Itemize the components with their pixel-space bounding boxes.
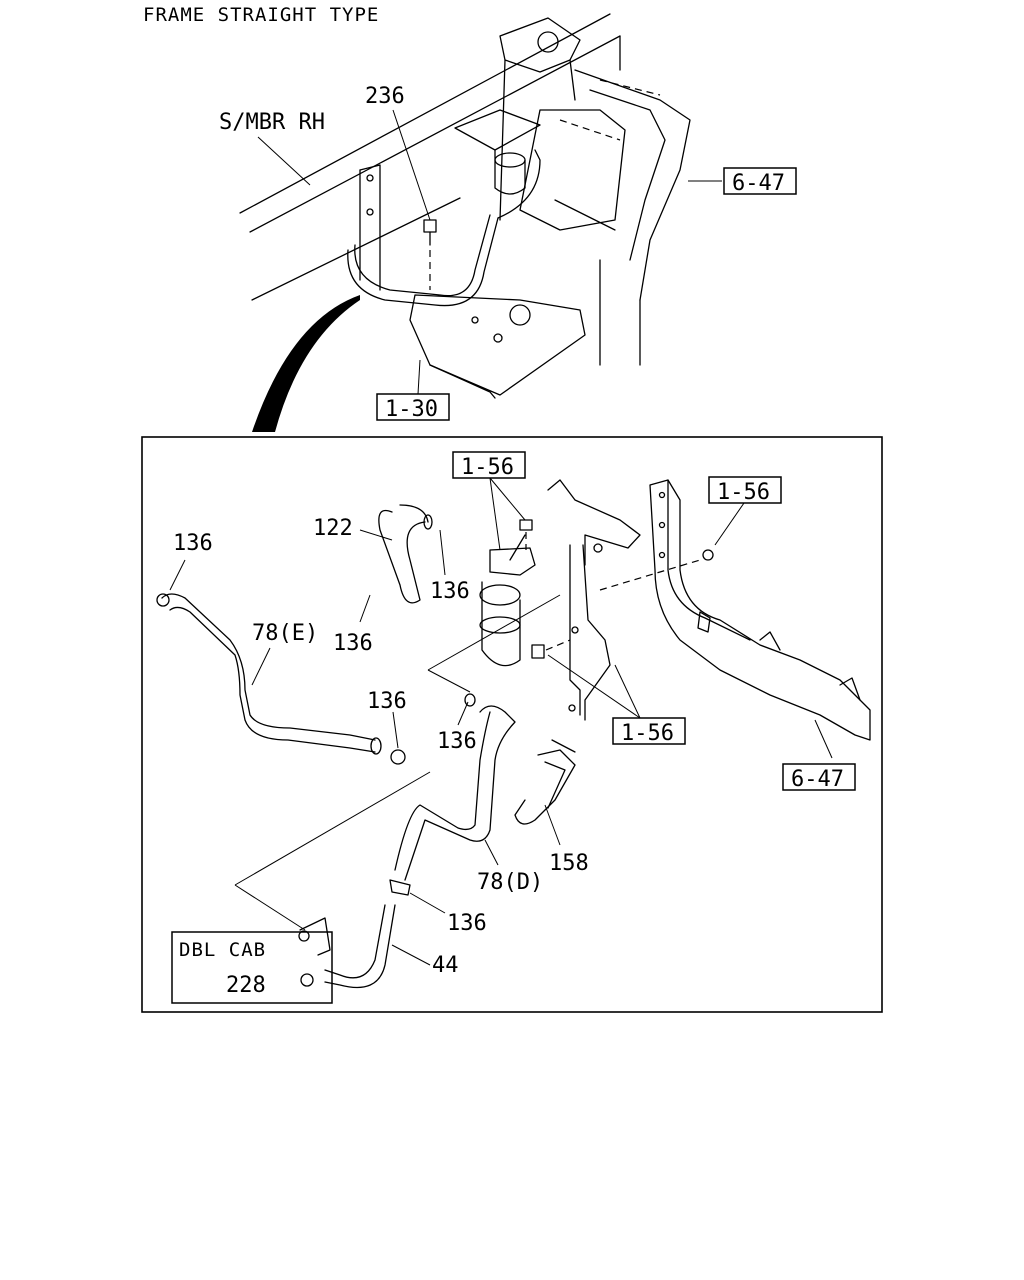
callout-136-b: 136 <box>430 579 470 604</box>
ref-box-1-56-bracket[interactable]: 1-56 <box>612 717 686 746</box>
ref-6-47-top: 6-47 <box>732 171 785 196</box>
ref-box-1-30[interactable]: 1-30 <box>376 393 450 422</box>
callout-136-a: 136 <box>173 531 213 556</box>
callout-122: 122 <box>313 516 353 541</box>
diagram-title: FRAME STRAIGHT TYPE <box>143 4 379 26</box>
ref-box-1-56-nut[interactable]: 1-56 <box>708 476 782 505</box>
callout-78d: 78(D) <box>477 870 543 895</box>
inset-title: DBL CAB <box>179 939 266 961</box>
ref-1-56-nut: 1-56 <box>717 480 770 505</box>
callout-136-d: 136 <box>367 689 407 714</box>
callout-228: 228 <box>226 973 266 998</box>
ref-6-47-rail: 6-47 <box>791 767 844 792</box>
callout-136-f: 136 <box>447 911 487 936</box>
detail-panel <box>141 436 883 1013</box>
dbl-cab-inset: DBL CAB 228 <box>171 931 333 1004</box>
ref-1-56-bracket: 1-56 <box>621 721 674 746</box>
ref-box-6-47-rail[interactable]: 6-47 <box>782 763 856 792</box>
ref-1-56-receiver: 1-56 <box>461 455 514 480</box>
callout-236: 236 <box>365 84 405 109</box>
callout-136-c: 136 <box>333 631 373 656</box>
callout-78e: 78(E) <box>252 621 318 646</box>
detail-pointer-arrow <box>252 295 360 432</box>
callout-158: 158 <box>549 851 589 876</box>
ref-box-6-47-top[interactable]: 6-47 <box>723 167 797 196</box>
ref-1-30: 1-30 <box>385 397 438 422</box>
overview-drawing <box>239 13 722 432</box>
callout-136-e: 136 <box>437 729 477 754</box>
detail-drawing <box>156 477 871 989</box>
ref-box-1-56-receiver[interactable]: 1-56 <box>452 451 526 480</box>
side-member-label: S/MBR RH <box>219 110 325 135</box>
callout-44: 44 <box>432 953 459 978</box>
